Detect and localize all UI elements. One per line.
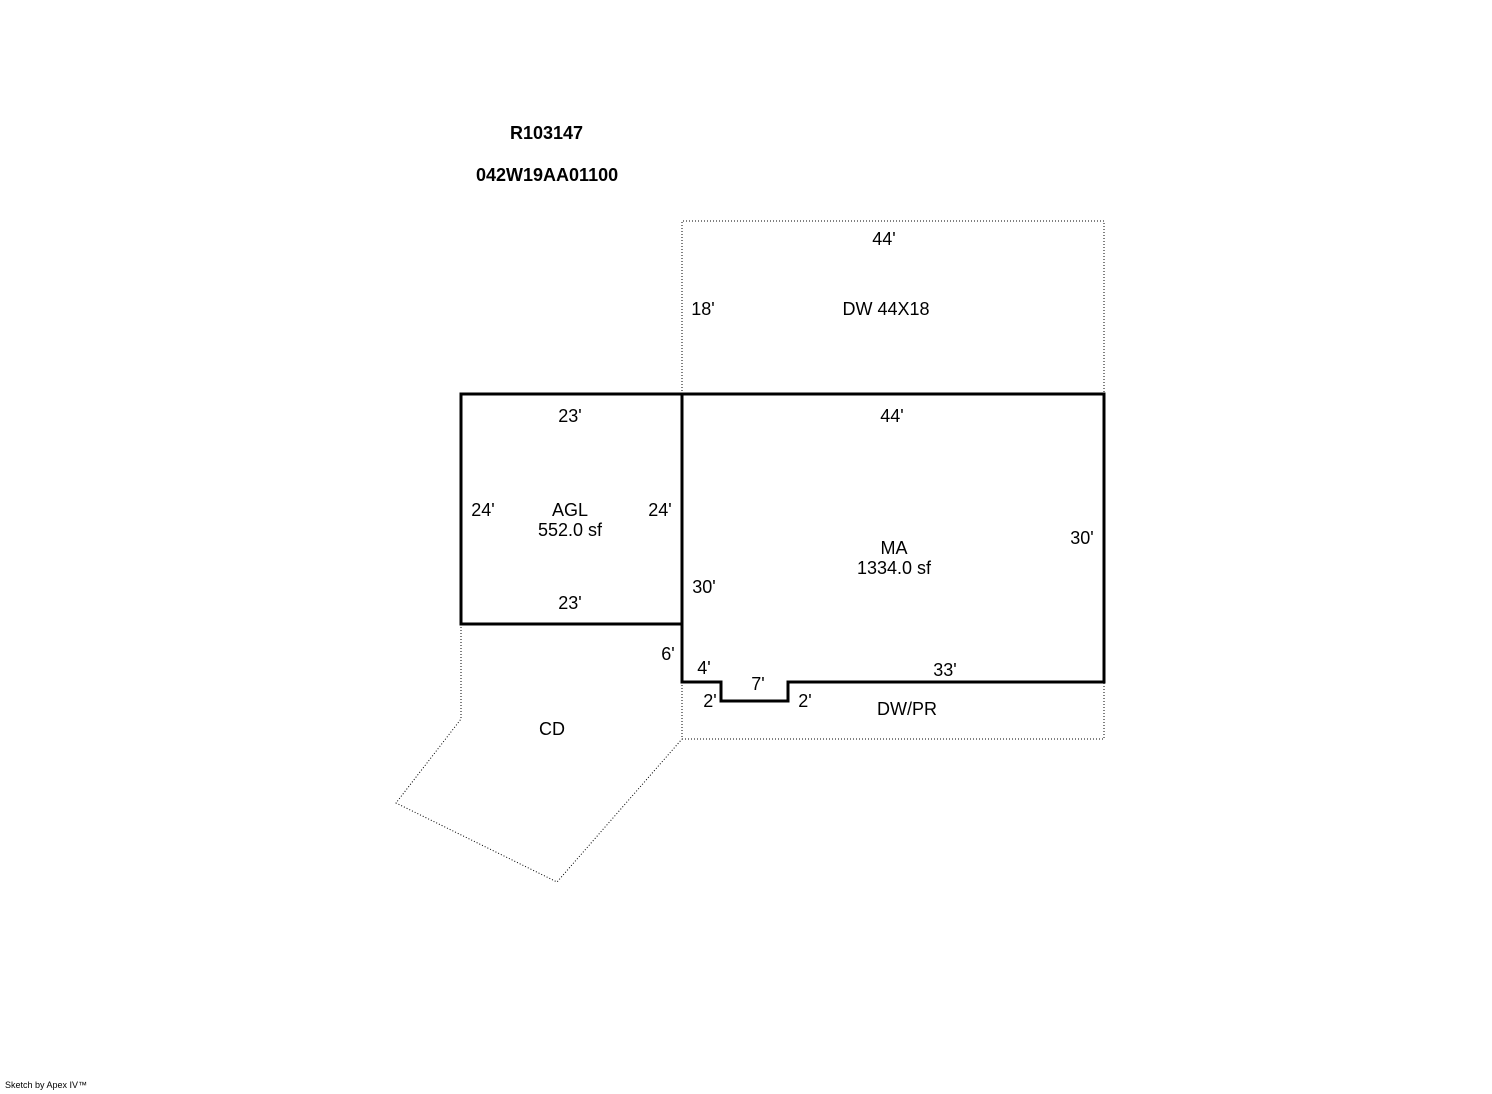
ma-area-label: MA (881, 538, 908, 558)
dw-pr-area-label: DW/PR (877, 699, 937, 719)
ma-bottom-dim: 33' (933, 660, 956, 680)
dw-top-width-label: 44' (872, 229, 895, 249)
ma-notch-right-depth-dim: 2' (798, 691, 811, 711)
ma-notch-width-dim: 7' (751, 674, 764, 694)
agl-top-dim: 23' (558, 406, 581, 426)
ma-left-dim: 30' (692, 577, 715, 597)
cd-area-label: CD (539, 719, 565, 739)
ma-outline (680, 392, 1106, 703)
ma-top-dim: 44' (880, 406, 903, 426)
agl-area-size: 552.0 sf (538, 520, 603, 540)
agl-right-dim: 24' (648, 500, 671, 520)
dw-top-area-label: DW 44X18 (842, 299, 929, 319)
agl-bottom-dim: 23' (558, 593, 581, 613)
solid-outlines (459, 392, 1106, 703)
dw-top-outline (681, 220, 1105, 394)
agl-area-label: AGL (552, 500, 588, 520)
ma-right-dim: 30' (1070, 528, 1093, 548)
agl-left-dim: 24' (471, 500, 494, 520)
map-number: 042W19AA01100 (476, 165, 619, 185)
sketch-credit: Sketch by Apex IV™ (5, 1080, 88, 1090)
cd-outline (395, 624, 683, 883)
ma-jog-left-dim: 4' (697, 658, 710, 678)
parcel-id: R103147 (510, 123, 584, 143)
ma-area-size: 1334.0 sf (857, 558, 932, 578)
dw-top-depth-label: 18' (691, 299, 714, 319)
cd-offset-dim: 6' (661, 644, 674, 664)
dotted-outlines (395, 220, 1105, 883)
ma-notch-left-depth-dim: 2' (703, 691, 716, 711)
dw-pr-outline (681, 682, 1105, 740)
